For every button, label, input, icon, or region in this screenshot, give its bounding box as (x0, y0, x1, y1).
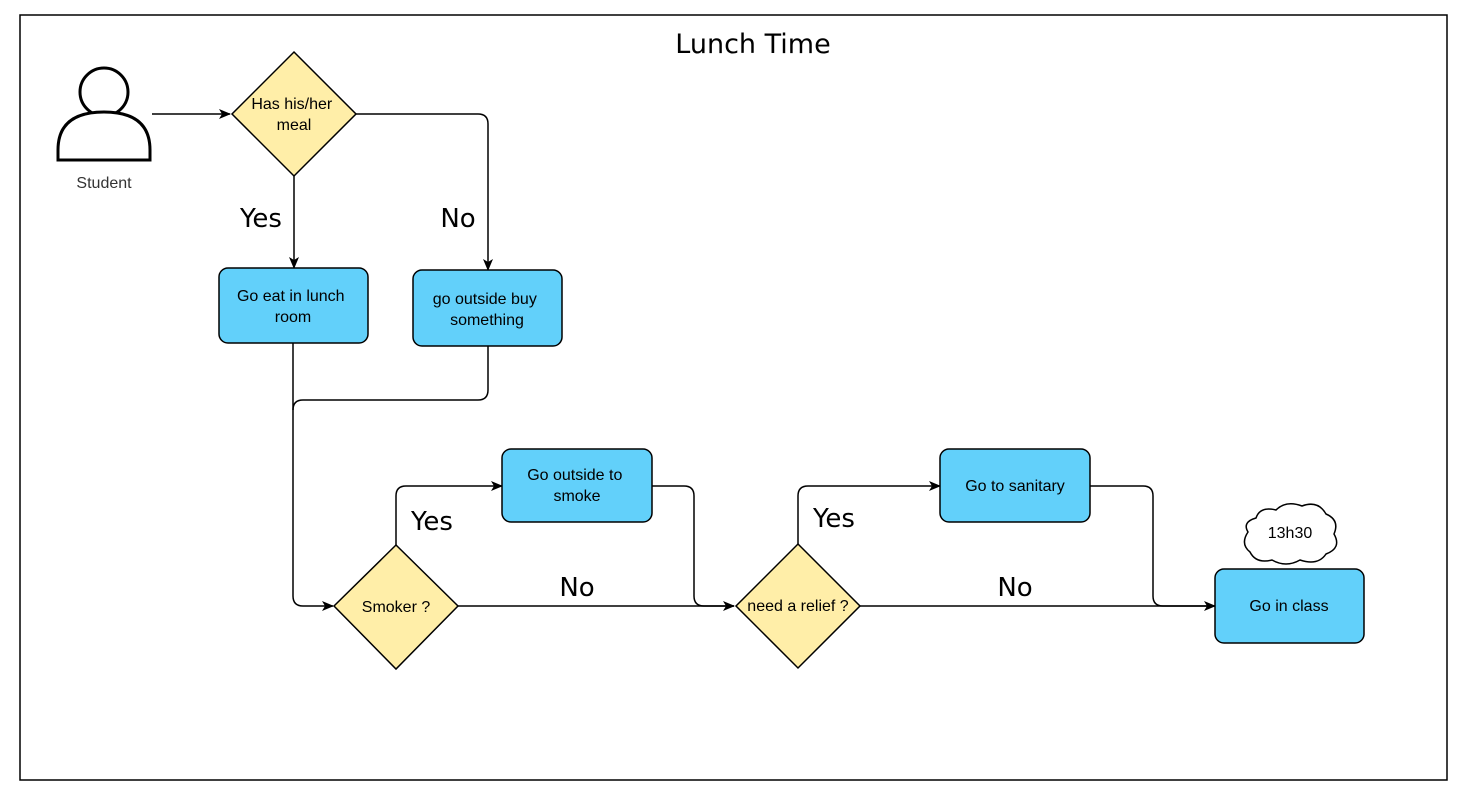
edge-sanitary-to-class (1090, 485, 1215, 607)
edge-relief-yes (797, 481, 941, 544)
process-go-smoke-line-2: smoke (553, 488, 600, 505)
decision-need-relief: need a relief ? (734, 542, 862, 670)
edge-buy-merge (292, 346, 489, 411)
decision-need-relief-text: need a relief ? (747, 598, 849, 615)
label-relief-yes: Yes (812, 504, 855, 534)
decision-has-meal-text: Has his/her meal (251, 96, 336, 134)
process-buy-something-line-2: something (450, 312, 524, 329)
process-sanitary-text: Go to sanitary (965, 478, 1065, 495)
label-smoker-no: No (559, 573, 594, 603)
process-buy-something: go outside buy something (412, 269, 563, 347)
label-smoker-yes: Yes (410, 507, 453, 537)
edge-meal-no (356, 113, 493, 271)
cloud-label: 13h30 (1268, 525, 1313, 542)
process-sanitary: Go to sanitary (939, 448, 1091, 523)
decision-has-meal-line-1: Has his/her (251, 96, 333, 113)
edge-smoker-yes (395, 481, 503, 545)
process-eat-lunch-room-text: Go eat in lunch room (237, 288, 349, 326)
process-eat-lunch-room-line-2: room (275, 309, 311, 326)
label-relief-no: No (997, 573, 1032, 603)
decision-has-meal-line-2: meal (277, 117, 312, 134)
process-buy-something-text: go outside buy something (433, 291, 542, 329)
process-eat-lunch-room: Go eat in lunch room (218, 267, 369, 344)
process-in-class-text: Go in class (1249, 598, 1328, 615)
decision-has-meal: Has his/her meal (230, 50, 358, 178)
edge-lunch-room-to-smoker (292, 343, 334, 611)
diagram-frame (19, 14, 1448, 781)
person-icon (56, 66, 152, 162)
process-go-smoke-text: Go outside to smoke (527, 467, 627, 505)
cloud-icon (1243, 503, 1338, 565)
label-meal-yes: Yes (239, 204, 282, 234)
connectors (152, 109, 1216, 611)
decision-smoker-text: Smoker ? (362, 599, 431, 616)
decision-smoker: Smoker ? (332, 543, 460, 671)
label-meal-no: No (440, 204, 475, 234)
student-label: Student (76, 175, 132, 192)
process-go-smoke-line-1: Go outside to (527, 467, 622, 484)
process-buy-something-line-1: go outside buy (433, 291, 537, 308)
process-go-smoke: Go outside to smoke (501, 448, 653, 523)
student-actor: Student (56, 66, 152, 192)
edge-smoke-to-relief (652, 485, 734, 607)
process-eat-lunch-room-line-1: Go eat in lunch (237, 288, 345, 305)
diagram-title: Lunch Time (675, 29, 830, 60)
time-cloud: 13h30 (1243, 503, 1338, 565)
process-in-class: Go in class (1214, 568, 1365, 644)
